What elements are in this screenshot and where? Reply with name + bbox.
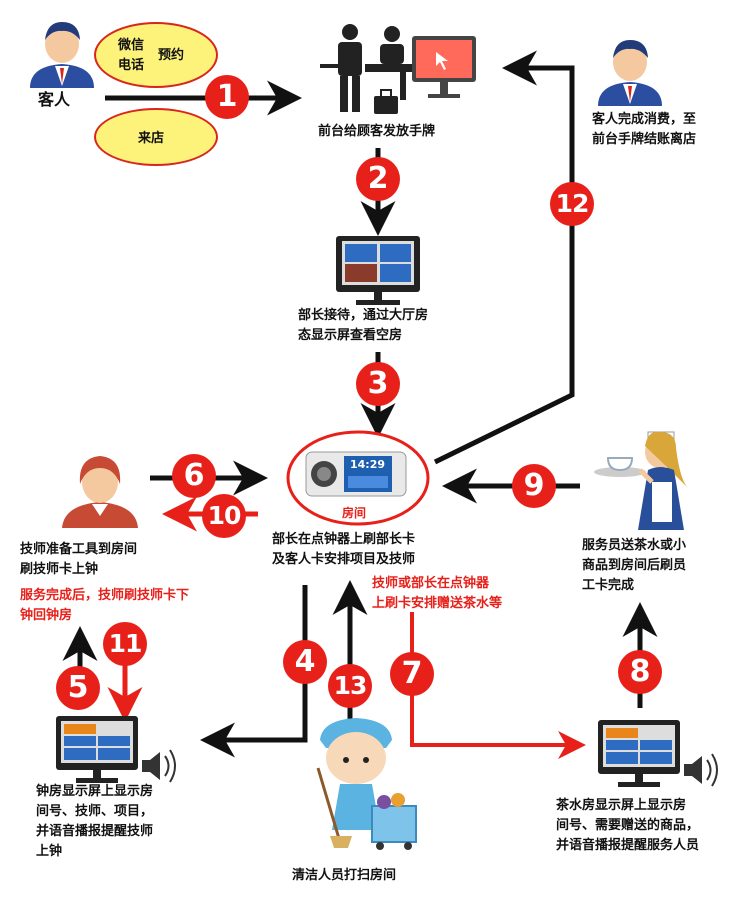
front-desk-label: 前台给顾客发放手牌: [318, 124, 436, 139]
customer-label: 客人: [38, 90, 71, 109]
tea-room-display-icon: [598, 720, 718, 787]
arrow-step-4: [200, 585, 308, 758]
step-10-badge: 10: [202, 494, 246, 538]
step-11-badge: 11: [103, 622, 147, 666]
technician-label: 技师准备工具到房间 刷技师卡上钟: [20, 542, 138, 577]
walk-in-bubble: 来店: [94, 108, 218, 166]
tea-room-label: 茶水房显示屏上显示房 间号、需要赠送的商品， 并语音播报提醒服务人员: [556, 798, 700, 853]
booking-reserve-text: 预约: [158, 48, 185, 63]
waiter-icon: [594, 431, 688, 530]
step-12-badge: 12: [550, 182, 594, 226]
room-device-time: 14:29: [350, 458, 386, 471]
step-9-badge: 9: [512, 464, 556, 508]
clock-room-display-icon: [56, 716, 176, 783]
front-desk-icon: [320, 24, 476, 114]
booking-phone-text: 电话: [118, 58, 145, 73]
step-7-badge: 7: [390, 652, 434, 696]
step-13-badge: 13: [328, 664, 372, 708]
step-4-badge: 4: [283, 640, 327, 684]
room-device-icon: [286, 430, 430, 526]
booking-wechat-text: 微信: [118, 38, 145, 53]
hall-display-icon: [336, 236, 420, 305]
walk-in-text: 来店: [138, 131, 165, 146]
service-done-label: 服务完成后，技师刷技师卡下 钟回钟房: [20, 588, 190, 623]
arrow-step-7: [410, 612, 586, 759]
checkout-customer-icon: [598, 40, 662, 106]
booking-channel-bubble: 微信 电话 预约: [94, 22, 218, 88]
step-2-badge: 2: [356, 157, 400, 201]
room-action-label: 部长在点钟器上刷部长卡 及客人卡安排项目及技师: [272, 532, 416, 567]
technician-icon: [62, 456, 138, 528]
room-device-caption: 房间: [342, 506, 367, 520]
arrow-step-12: [433, 50, 575, 465]
tea-gift-label: 技师或部长在点钟器 上刷卡安排赠送茶水等: [372, 576, 503, 611]
cleaner-label: 清洁人员打扫房间: [292, 868, 397, 883]
waiter-label: 服务员送茶水或小 商品到房间后刷员 工卡完成: [582, 538, 687, 593]
step-1-badge: 1: [205, 75, 249, 119]
step-6-badge: 6: [172, 454, 216, 498]
cleaner-icon: [316, 718, 417, 850]
step-5-badge: 5: [56, 666, 100, 710]
step-8-badge: 8: [618, 650, 662, 694]
room-status-label: 部长接待，通过大厅房 态显示屏查看空房: [298, 308, 429, 343]
step-3-badge: 3: [356, 362, 400, 406]
customer-icon: [30, 22, 94, 88]
checkout-label: 客人完成消费，至 前台手牌结账离店: [592, 112, 697, 147]
clock-room-label: 钟房显示屏上显示房 间号、技师、项目， 并语音播报提醒技师 上钟: [36, 784, 154, 859]
